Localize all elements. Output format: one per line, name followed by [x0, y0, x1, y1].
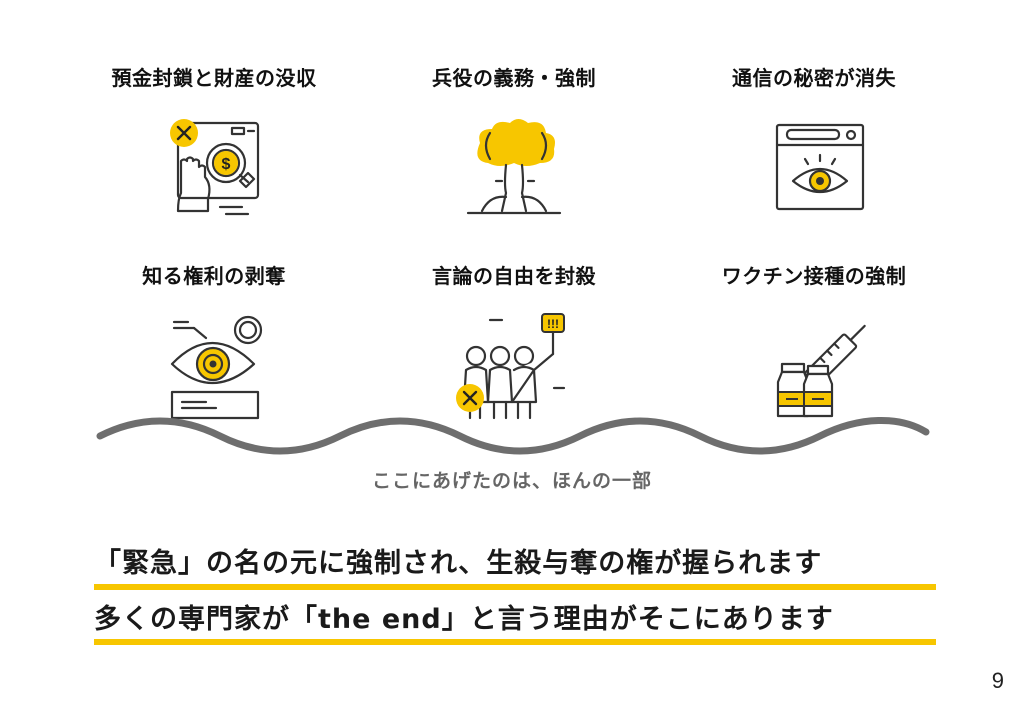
item-title-conscription: 兵役の義務・強制: [432, 66, 596, 90]
item-title-vaccine-mandate: ワクチン接種の強制: [721, 264, 907, 288]
syringe-vials-icon: [776, 324, 866, 418]
message-line-1: 「緊急」の名の元に強制され、生殺与奪の権が握られます: [94, 548, 823, 579]
page-number: 9: [991, 668, 1004, 693]
browser-eye-icon: [775, 123, 865, 211]
caption: ここにあげたのは、ほんの一部: [371, 470, 652, 492]
protest-crowd-icon: !!!: [456, 313, 566, 420]
message-line-2: 多くの専門家が「the end」と言う理由がそこにあります: [94, 604, 834, 635]
svg-text:!!!: !!!: [547, 317, 559, 331]
item-title-free-speech: 言論の自由を封殺: [432, 264, 596, 288]
message-underline-2: [94, 639, 936, 645]
message-underline-1: [94, 584, 936, 590]
mushroom-cloud-icon: [466, 119, 562, 215]
item-title-right-to-know: 知る権利の剥奪: [142, 264, 286, 288]
wave-divider: [96, 416, 930, 455]
svg-text:$: $: [222, 156, 231, 173]
eye-surveillance-icon: [170, 315, 263, 420]
item-title-deposit-freeze: 預金封鎖と財産の没収: [111, 66, 317, 90]
item-title-privacy-loss: 通信の秘密が消失: [732, 66, 896, 90]
atm-hand-coin-icon: $: [170, 119, 260, 216]
